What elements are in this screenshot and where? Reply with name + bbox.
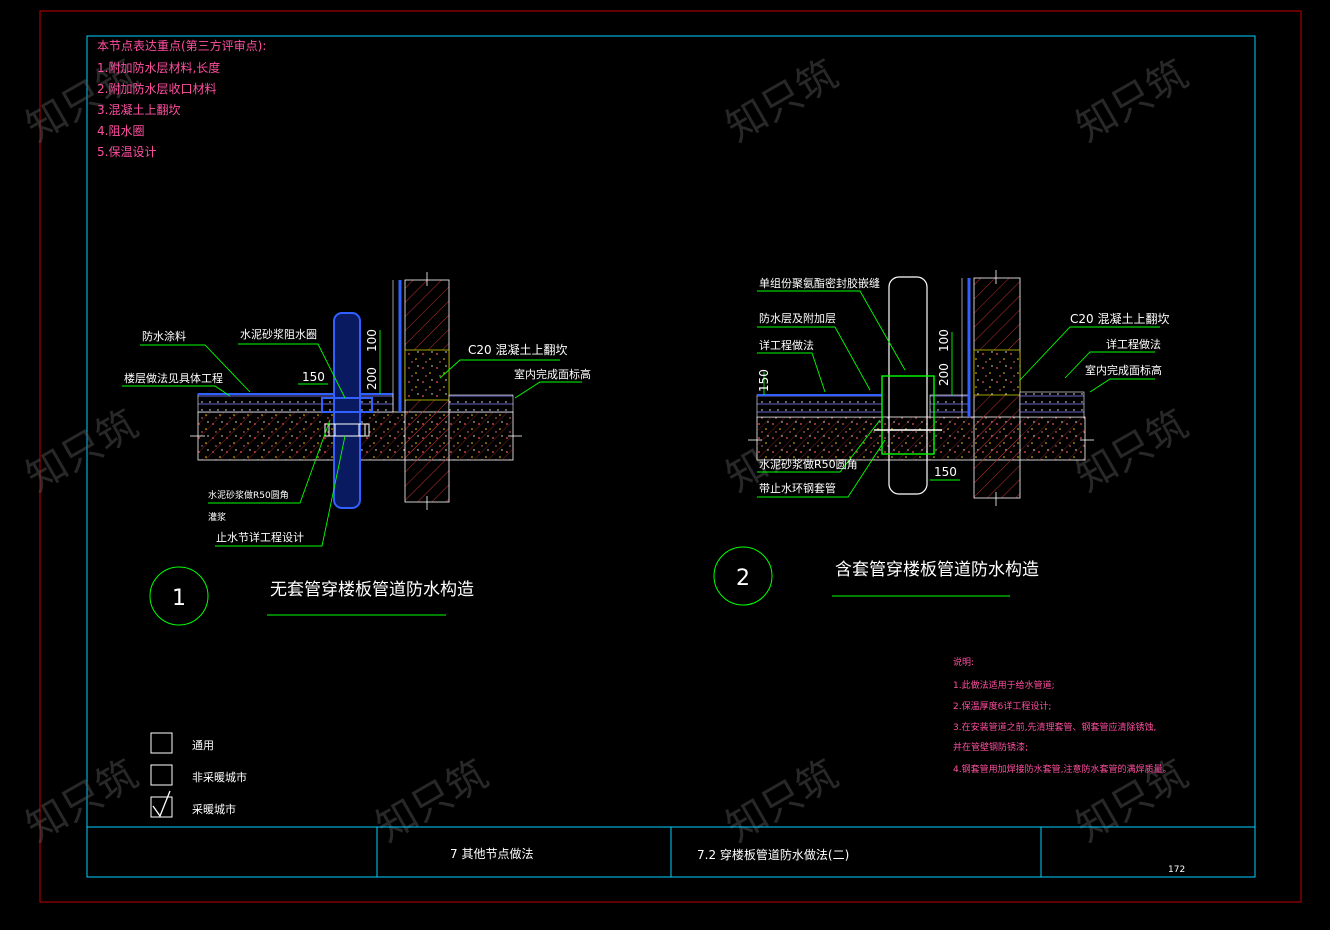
label-sealant: 单组份聚氨酯密封胶嵌缝	[759, 276, 880, 290]
floor-layers	[197, 393, 394, 413]
label-water-stop: 止水节详工程设计	[216, 530, 304, 544]
legend: 通用 非采暖城市 采暖城市	[150, 732, 247, 818]
notes-heading: 说明:	[953, 656, 974, 668]
note-item: 1.此做法适用于给水管道;	[953, 679, 1055, 691]
detail-2-drawing	[748, 270, 1160, 506]
review-note-item: 1.附加防水层材料,长度	[97, 60, 220, 75]
dim-100: 100	[365, 329, 379, 352]
title-block: 7 其他节点做法 7.2 穿楼板管道防水做法(二) 172	[87, 826, 1255, 877]
label-c20-kerb: C20 混凝土上翻坎	[1070, 311, 1169, 326]
svg-text:知只筑: 知只筑	[369, 751, 496, 851]
dim-150: 150	[302, 370, 325, 384]
review-note-item: 2.附加防水层收口材料	[97, 81, 216, 96]
dim-150-bottom: 150	[934, 465, 957, 479]
note-item: 并在管壁钢防锈漆;	[953, 741, 1028, 753]
detail-1-drawing	[122, 272, 582, 547]
title-block-section: 7.2 穿楼板管道防水做法(二)	[697, 847, 849, 862]
outer-border	[39, 10, 1302, 903]
dim-150: 150	[757, 369, 771, 392]
detail-2-number: 2	[736, 566, 750, 591]
notes-block: 说明: 1.此做法适用于给水管道; 2.保温厚度6详工程设计; 3.在安装管道之…	[953, 656, 1171, 775]
label-mortar-r50: 水泥砂浆做R50圆角	[759, 457, 858, 471]
floor-layers	[756, 394, 883, 418]
review-note-item: 4.阻水圈	[97, 124, 144, 138]
dim-200: 200	[937, 363, 951, 386]
svg-text:知只筑: 知只筑	[719, 51, 846, 151]
note-item: 4.钢套管用加焊接防水套管,注意防水套管的满焊质量。	[953, 763, 1171, 775]
label-wp-layer: 防水层及附加层	[759, 311, 836, 325]
label-grout: 灌浆	[208, 511, 226, 523]
svg-text:知只筑: 知只筑	[19, 401, 146, 501]
detail-1-labels: 防水涂料 楼层做法见具体工程 水泥砂浆阻水圈 C20 混凝土上翻坎 室内完成面标…	[124, 327, 591, 544]
detail-1-title: 无套管穿楼板管道防水构造	[270, 580, 474, 600]
note-item: 3.在安装管道之前,先清理套管、钢套管应清除锈蚀,	[953, 721, 1156, 733]
review-notes: 本节点表达重点(第三方评审点): 1.附加防水层材料,长度 2.附加防水层收口材…	[97, 38, 266, 159]
pipe	[888, 276, 928, 495]
label-eng-detail-right: 详工程做法	[1106, 337, 1161, 351]
detail-2-title: 含套管穿楼板管道防水构造	[835, 560, 1039, 580]
legend-label-general: 通用	[192, 739, 214, 752]
detail-2-title-block: 2 含套管穿楼板管道防水构造	[713, 546, 1039, 606]
title-block-page: 172	[1168, 865, 1185, 875]
upturn-kerb	[973, 349, 1021, 396]
pipe	[333, 312, 361, 509]
label-eng-detail-left: 详工程做法	[759, 338, 814, 352]
detail-1-number: 1	[172, 586, 186, 611]
svg-text:知只筑: 知只筑	[1069, 51, 1196, 151]
legend-label-heating: 采暖城市	[192, 802, 236, 816]
review-note-item: 5.保温设计	[97, 145, 156, 159]
detail-2-labels: 单组份聚氨酯密封胶嵌缝 防水层及附加层 详工程做法 C20 混凝土上翻坎 详工程…	[757, 276, 1169, 495]
label-floor-layers: 楼层做法见具体工程	[124, 371, 223, 385]
label-waterproof-coating: 防水涂料	[142, 329, 186, 343]
legend-checkbox-heating[interactable]	[150, 796, 173, 818]
label-sleeve: 带止水环钢套管	[759, 481, 836, 495]
svg-text:知只筑: 知只筑	[19, 751, 146, 851]
note-item: 2.保温厚度6详工程设计;	[953, 700, 1051, 712]
check-mark-icon	[152, 790, 171, 818]
title-block-chapter: 7 其他节点做法	[450, 846, 533, 861]
review-notes-heading: 本节点表达重点(第三方评审点):	[97, 38, 266, 53]
detail-2-number-circle	[713, 546, 773, 606]
steel-sleeve	[881, 375, 935, 455]
label-c20-kerb: C20 混凝土上翻坎	[468, 342, 567, 357]
label-finish-elevation: 室内完成面标高	[1085, 363, 1162, 377]
mortar-ring	[321, 397, 373, 413]
svg-text:知只筑: 知只筑	[719, 751, 846, 851]
dim-200: 200	[365, 367, 379, 390]
svg-text:知只筑: 知只筑	[1069, 401, 1196, 501]
detail-1-title-block: 1 无套管穿楼板管道防水构造	[149, 566, 474, 626]
legend-checkbox-non-heating[interactable]	[150, 764, 173, 786]
legend-label-non-heating: 非采暖城市	[192, 770, 247, 784]
water-stop-ring	[324, 423, 370, 437]
detail-1-number-circle	[149, 566, 209, 626]
review-note-item: 3.混凝土上翻坎	[97, 102, 180, 117]
label-mortar-r50: 水泥砂浆做R50圆角	[208, 489, 289, 501]
dim-100: 100	[937, 329, 951, 352]
label-finish-elevation: 室内完成面标高	[514, 367, 591, 381]
legend-checkbox-general[interactable]	[150, 732, 173, 754]
label-mortar-ring: 水泥砂浆阻水圈	[240, 327, 317, 341]
upturn-kerb	[404, 349, 450, 401]
